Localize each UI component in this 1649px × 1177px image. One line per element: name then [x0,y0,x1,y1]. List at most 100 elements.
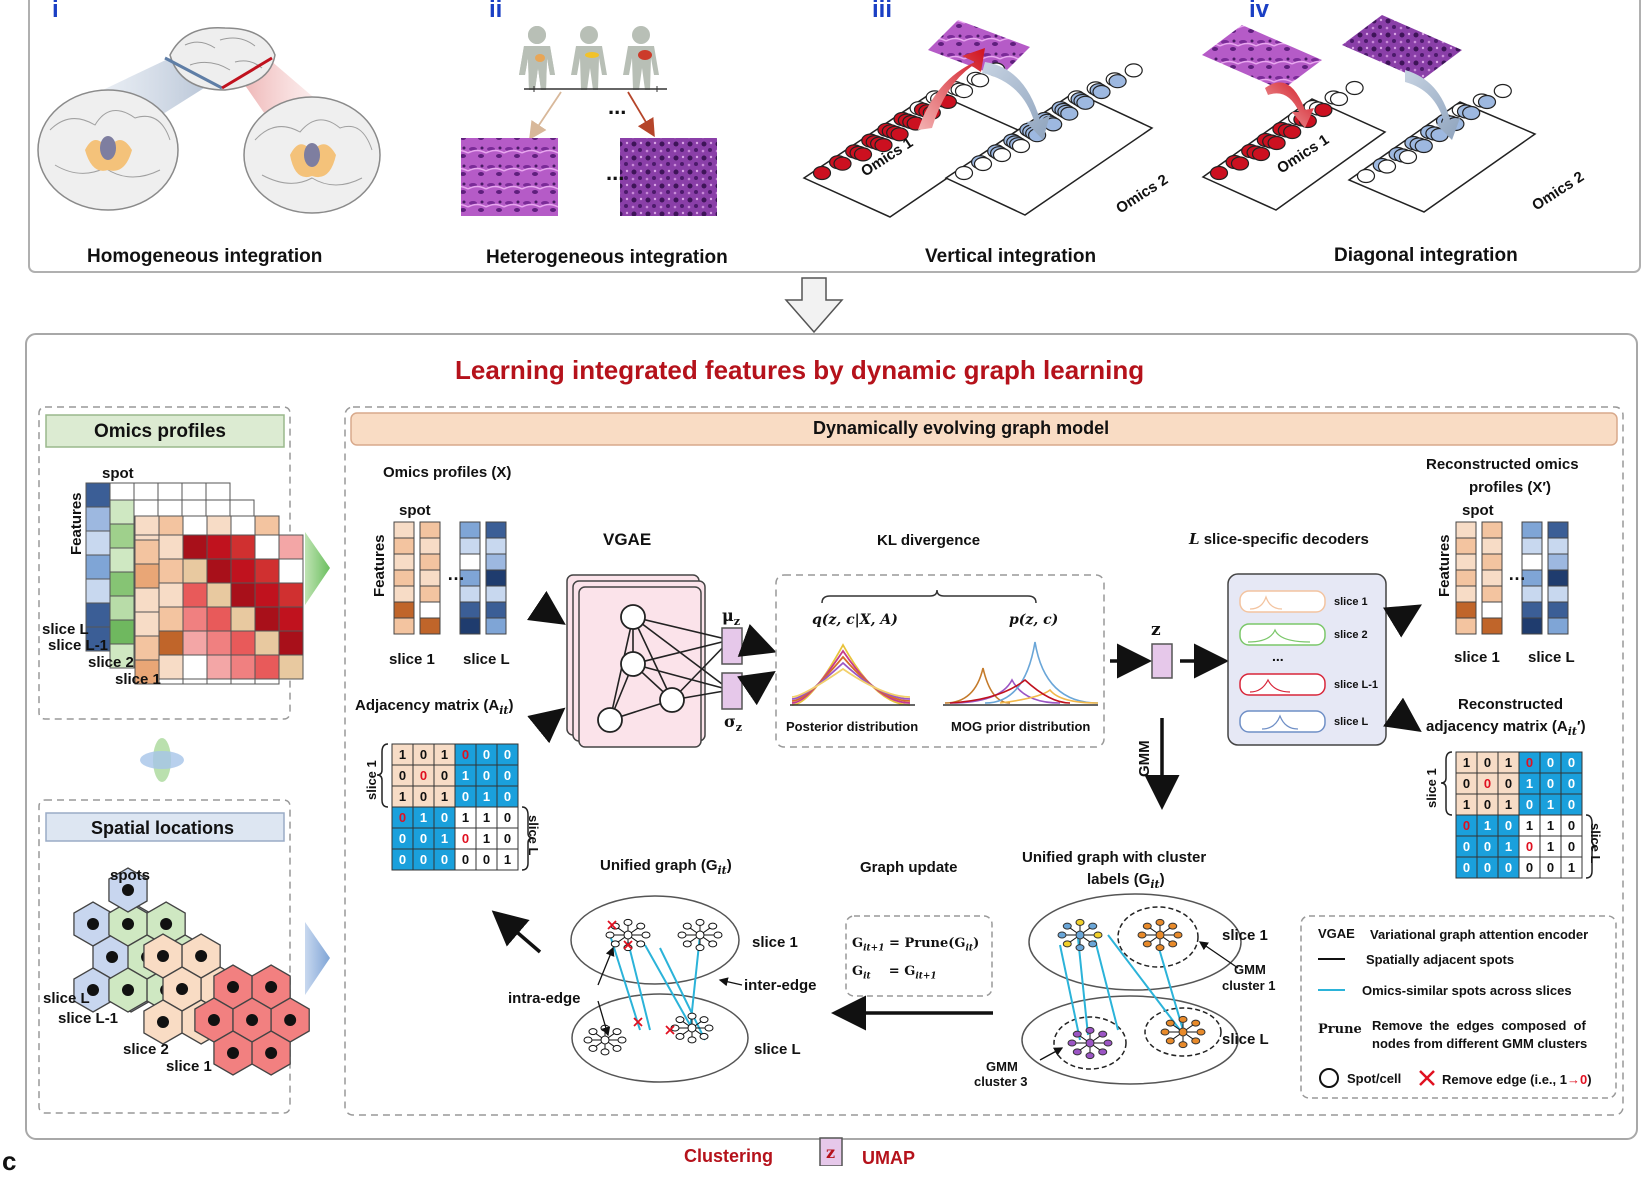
omics-x-spot: spot [399,502,431,519]
roman-iv: iv [1249,0,1270,23]
svg-text:0: 0 [399,768,406,783]
svg-text:0: 0 [1568,776,1575,791]
svg-text:0: 0 [1505,860,1512,875]
legend-remove-edge: Remove edge (i.e., 1→0) [1442,1072,1592,1087]
svg-text:0: 0 [1505,818,1512,833]
mog-label: MOG prior distribution [951,719,1091,734]
gmm-arrow-label: GMM [1136,740,1153,777]
omics-profiles-title: Omics profiles [94,421,226,442]
graph-model-header [350,412,1618,446]
q-distribution-label: q(z, c|X, A) [812,612,898,628]
recon-adj-title-1: Reconstructed [1458,696,1564,713]
svg-text:1: 1 [462,810,469,825]
sigma-label: σz [724,712,743,735]
svg-text:1: 1 [1484,818,1491,833]
adjacency-label: Adjacency matrix (Ait) [355,697,514,717]
legend-black-line-desc: Spatially adjacent spots [1366,952,1515,967]
svg-text:1: 1 [1526,818,1533,833]
svg-text:0: 0 [1526,839,1533,854]
graph-right-slice1: slice 1 [1222,927,1268,944]
svg-text:0: 0 [1463,818,1470,833]
recon-omics-title-1: Reconstructed omics [1426,456,1579,473]
stack-features-label: Features [68,492,85,555]
decoder-slice-1: slice 1 [1334,596,1368,608]
panel-letter-c: c [2,1146,17,1176]
graph-update-box [845,915,993,997]
graph-update-label: Graph update [860,859,958,876]
svg-text:1: 1 [1463,755,1470,770]
recon-adj-title-2: adjacency matrix (Ait′) [1426,718,1586,738]
svg-text:1: 1 [483,831,490,846]
svg-text:0: 0 [420,747,427,762]
ellipsis-bodies: ... [608,94,627,119]
update-equation-2: Git = Git+1 [852,964,937,982]
flow-down-arrow [784,277,844,334]
stacked-omics-matrices [85,482,304,685]
mu-label: μz [722,606,740,629]
legend-prune-desc-2: nodes from different GMM clusters [1372,1036,1588,1051]
caption-diagonal: Diagonal integration [1334,245,1518,266]
svg-text:0: 0 [399,831,406,846]
hex-slice-1: slice 1 [166,1058,212,1075]
gmm-cluster1-label-a: GMM [1234,962,1266,977]
stack-slice-L: slice L [42,621,89,638]
stack-slice-L-1: slice L-1 [48,637,109,654]
recon-omics-features: Features [1436,534,1453,597]
decoders-label: L slice-specific decoders [1189,530,1369,548]
svg-text:0: 0 [1526,860,1533,875]
svg-text:0: 0 [462,852,469,867]
svg-text:0: 0 [462,789,469,804]
svg-text:1: 1 [1505,839,1512,854]
legend-vgae-key: VGAE [1318,926,1355,941]
svg-text:1: 1 [1547,818,1554,833]
svg-text:1: 1 [1568,860,1575,875]
svg-text:0: 0 [483,768,490,783]
recon-adj-sliceL-label: slice L [1588,823,1603,864]
svg-text:0: 0 [462,831,469,846]
omics-x-sliceL: slice L [463,651,510,668]
svg-text:1: 1 [441,831,448,846]
hex-spots-label: spots [110,867,151,884]
svg-text:0: 0 [441,810,448,825]
svg-text:1: 1 [504,852,511,867]
svg-text:1: 1 [441,789,448,804]
svg-text:0: 0 [504,831,511,846]
clustered-graph-title-2: labels (Git) [1087,871,1165,891]
svg-text:0: 0 [1463,860,1470,875]
inter-edge-label: inter-edge [744,977,817,994]
svg-text:0: 0 [1547,776,1554,791]
svg-text:1: 1 [420,810,427,825]
svg-text:0: 0 [1547,860,1554,875]
bottom-z-box [819,1137,843,1166]
svg-text:1: 1 [1505,797,1512,812]
vgae-label: VGAE [603,530,652,549]
legend-prune-desc-1: Remove the edges composed of [1372,1018,1586,1033]
z-label: z [1151,620,1161,640]
svg-text:0: 0 [504,810,511,825]
svg-text:1: 1 [462,768,469,783]
svg-text:0: 0 [1547,755,1554,770]
svg-text:0: 0 [504,747,511,762]
svg-text:1: 1 [483,789,490,804]
svg-text:0: 0 [1526,797,1533,812]
svg-text:1: 1 [399,789,406,804]
svg-text:0: 0 [1484,755,1491,770]
stack-slice-1: slice 1 [115,671,161,688]
svg-text:0: 0 [399,852,406,867]
caption-vertical: Vertical integration [925,246,1097,267]
gmm-cluster3-label-a: GMM [986,1059,1018,1074]
legend-spot-icon [1319,1068,1339,1088]
vgae-encoder [566,574,743,748]
recon-omics-ellipsis: … [1508,564,1526,584]
svg-text:0: 0 [1526,755,1533,770]
spatial-hexagon-grid [73,867,310,1076]
legend-prune-key: Prune [1318,1022,1362,1037]
recon-omics-title-2: profiles (X′) [1469,479,1551,496]
decoder-slice-L-1: slice L-1 [1334,679,1379,691]
legend-box [1300,915,1617,1099]
svg-text:0: 0 [483,852,490,867]
ellipsis-tissues: ... [606,160,625,185]
adj-slice1-label: slice 1 [364,760,379,800]
svg-text:1: 1 [1547,839,1554,854]
